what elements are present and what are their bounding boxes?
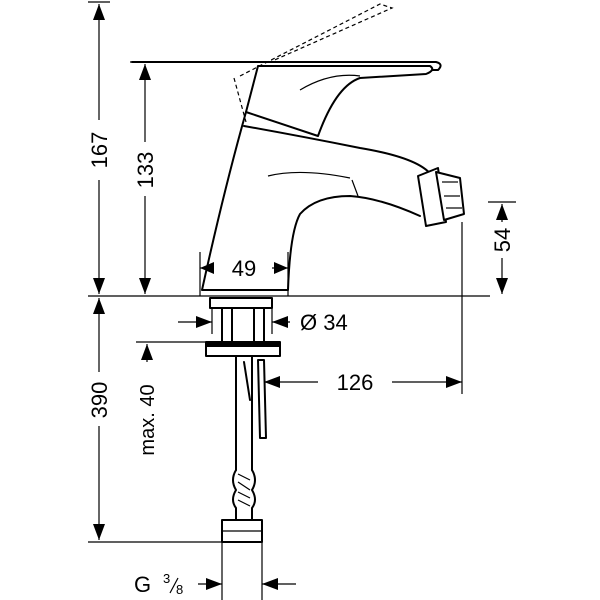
spout-nozzle: [417, 167, 465, 227]
lever-handle: [245, 65, 434, 137]
dim-base-diameter: Ø 34: [178, 310, 348, 335]
mounting-assembly: [205, 307, 281, 543]
dim-label-390: 390: [87, 382, 112, 419]
dim-lever-height: 133: [132, 64, 158, 294]
shank: [221, 307, 265, 343]
dim-label-133: 133: [133, 152, 158, 189]
dim-thread: G 3 8: [134, 571, 296, 597]
extension-lines: [88, 1, 516, 600]
lever-plate: [131, 61, 442, 71]
dim-label-167: 167: [87, 132, 112, 169]
dim-label-thread-numerator: 3: [163, 571, 170, 586]
dim-label-max40: max. 40: [137, 384, 159, 455]
dim-label-126: 126: [337, 370, 374, 395]
dim-base-width: 49: [200, 256, 288, 281]
dim-label-thread: G: [134, 572, 151, 597]
lift-rod: [243, 361, 251, 401]
base-flange: [209, 297, 273, 309]
spout-top: [243, 125, 433, 177]
flexible-hose: [232, 469, 256, 521]
faucet-body: [131, 3, 465, 309]
lever-raised-outline: [233, 3, 394, 123]
pop-up-rod: [257, 359, 267, 439]
dim-label-54: 54: [490, 228, 515, 252]
dim-total-height: 167: [86, 4, 112, 294]
dim-outlet-height: 54: [490, 204, 516, 294]
dim-label-diameter: Ø 34: [300, 310, 348, 335]
body-outline: [201, 111, 421, 291]
dim-max-mount: max. 40: [137, 344, 159, 456]
dim-spout-reach: 126: [264, 370, 462, 395]
dim-label-49: 49: [232, 256, 256, 281]
dim-label-thread-denominator: 8: [176, 582, 183, 597]
dim-hose-length: 390: [86, 298, 112, 540]
